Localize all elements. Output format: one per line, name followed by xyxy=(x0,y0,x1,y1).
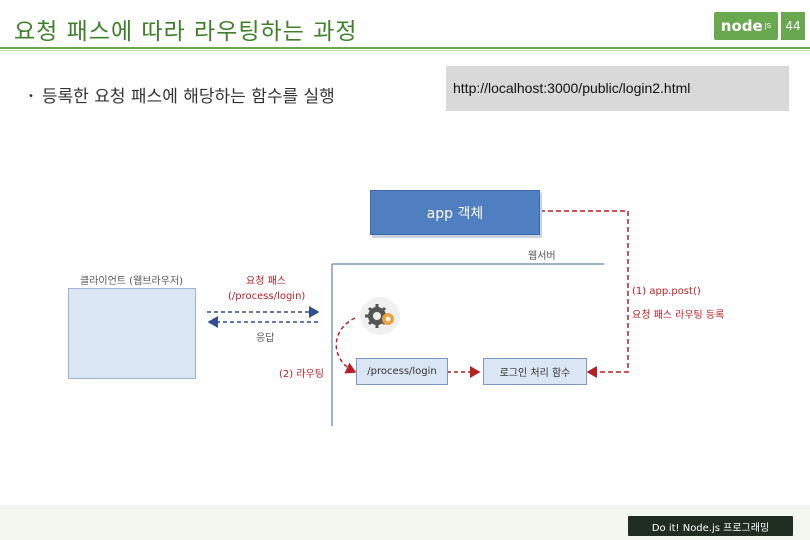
response-label: 응답 xyxy=(256,333,275,344)
app-post-line xyxy=(540,210,629,378)
client-box xyxy=(68,288,196,379)
nodejs-logo: node JS xyxy=(714,12,778,40)
footer-label: Do it! Node.js 프로그래밍 xyxy=(628,516,793,536)
app-object-box: app 객체 xyxy=(370,190,540,235)
url-box xyxy=(446,66,789,111)
app-post-label: (1) app.post() xyxy=(632,286,701,297)
bullet-text: 등록한 요청 패스에 해당하는 함수를 실행 xyxy=(41,87,335,107)
bullet-point: • 등록한 요청 패스에 해당하는 함수를 실행 xyxy=(28,82,335,107)
client-label: 클라이언트 (웹브라우저) xyxy=(80,276,183,287)
logo-suffix: JS xyxy=(764,22,772,30)
logo-text: node xyxy=(720,17,763,35)
routing-arrow xyxy=(335,317,357,374)
url-text: http://localhost:3000/public/login2.html xyxy=(453,80,691,96)
routing-label: (2) 라우팅 xyxy=(279,369,324,380)
gear-icon xyxy=(360,297,400,335)
title-divider-light xyxy=(0,50,810,51)
slide-title: 요청 패스에 따라 라우팅하는 과정 xyxy=(14,19,358,45)
bullet-dot-icon: • xyxy=(28,91,34,102)
request-path-value: (/process/login) xyxy=(228,291,306,302)
title-divider xyxy=(0,47,810,49)
path-box: /process/login xyxy=(356,358,448,385)
register-label: 요청 패스 라우팅 등록 xyxy=(632,310,725,321)
page-number: 44 xyxy=(781,12,805,40)
request-path-label: 요청 패스 xyxy=(246,276,286,287)
handler-box: 로그인 처리 함수 xyxy=(483,358,587,385)
webserver-label: 웹서버 xyxy=(528,251,556,262)
